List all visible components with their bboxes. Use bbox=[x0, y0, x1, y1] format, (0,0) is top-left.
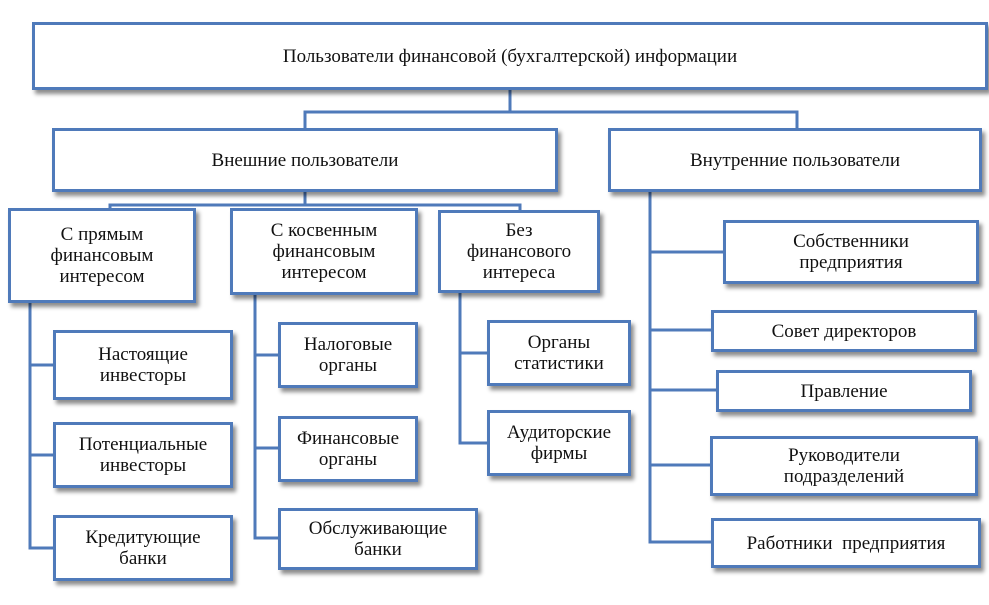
root-box: Пользователи финансовой (бухгалтерской) … bbox=[32, 22, 988, 90]
indirect-interest-box: С косвенным финансовым интересом bbox=[230, 208, 418, 295]
financial-authorities-box: Финансовые органы bbox=[278, 416, 418, 482]
direct-interest-box: С прямым финансовым интересом bbox=[8, 208, 196, 303]
current-investors-box: Настоящие инвесторы bbox=[53, 330, 233, 400]
potential-investors-box: Потенциальные инвесторы bbox=[53, 422, 233, 488]
internal-users-box: Внутренние пользователи bbox=[608, 128, 982, 192]
lending-banks-box: Кредитующие банки bbox=[53, 515, 233, 581]
audit-firms-box: Аудиторские фирмы bbox=[487, 410, 631, 476]
board-of-directors-box: Совет директоров bbox=[711, 310, 977, 352]
management-board-box: Правление bbox=[716, 370, 972, 412]
owners-box: Собственники предприятия bbox=[723, 220, 979, 284]
servicing-banks-box: Обслуживающие банки bbox=[278, 508, 478, 570]
statistics-agencies-box: Органы статистики bbox=[487, 320, 631, 386]
department-heads-box: Руководители подразделений bbox=[710, 436, 978, 496]
employees-box: Работники предприятия bbox=[711, 518, 981, 568]
external-users-box: Внешние пользователи bbox=[52, 128, 558, 192]
no-interest-box: Без финансового интереса bbox=[438, 210, 600, 293]
tax-authorities-box: Налоговые органы bbox=[278, 322, 418, 388]
